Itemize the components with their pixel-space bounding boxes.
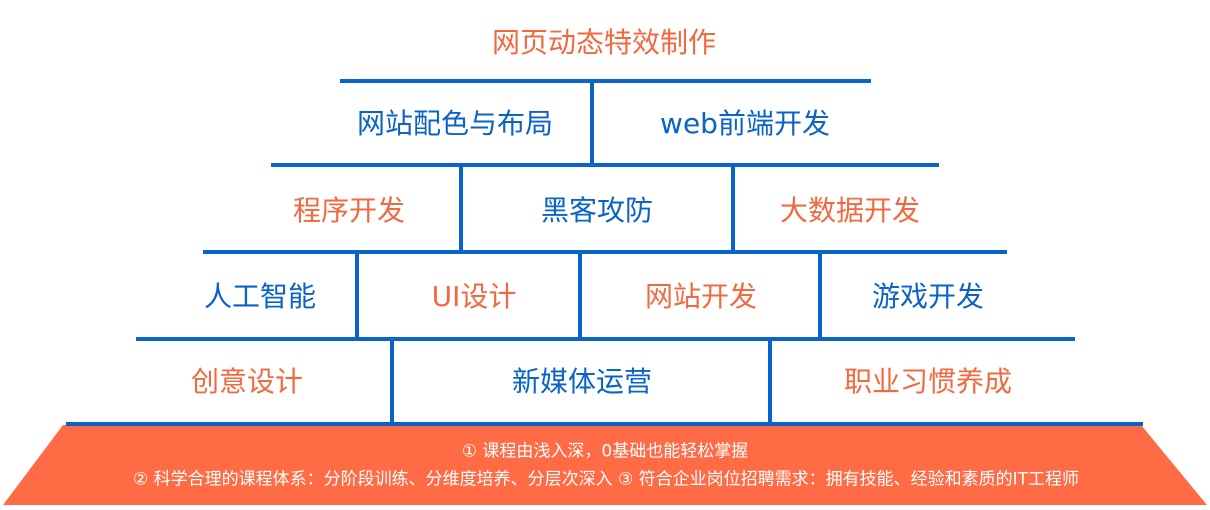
divider-v-row3-2 <box>731 165 735 252</box>
divider-row2 <box>271 163 939 167</box>
divider-row1 <box>340 79 871 83</box>
divider-row3 <box>203 250 1007 254</box>
divider-v-row5-1 <box>390 339 394 424</box>
divider-v-row4-3 <box>818 252 822 339</box>
divider-v-row4-2 <box>578 252 582 339</box>
divider-v-row4-1 <box>355 252 359 339</box>
label-row5-3: 职业习惯养成 <box>843 365 1013 398</box>
label-row4-2: UI设计 <box>431 280 517 313</box>
label-row2-2: web前端开发 <box>660 107 830 140</box>
label-row5-2: 新媒体运营 <box>511 365 653 398</box>
label-row4-4: 游戏开发 <box>871 280 985 313</box>
label-row4-3: 网站开发 <box>644 280 758 313</box>
divider-v-row2-1 <box>590 81 594 165</box>
label-row3-1: 程序开发 <box>292 194 406 227</box>
label-row5-1: 创意设计 <box>190 365 304 398</box>
label-row3-3: 大数据开发 <box>779 194 921 227</box>
base-trapezoid <box>3 425 1207 505</box>
label-row2-1: 网站配色与布局 <box>356 107 554 140</box>
base-note-1: ① 课程由浅入深，0基础也能轻松掌握 <box>461 441 749 462</box>
divider-v-row3-1 <box>459 165 463 252</box>
label-row4-1: 人工智能 <box>203 280 317 313</box>
divider-row4 <box>136 337 1075 341</box>
divider-v-row5-2 <box>768 339 772 424</box>
label-row3-2: 黑客攻防 <box>540 194 654 227</box>
label-top: 网页动态特效制作 <box>491 26 717 59</box>
divider-row5 <box>66 422 1143 426</box>
base-note-2: ② 科学合理的课程体系：分阶段训练、分维度培养、分层次深入 ③ 符合企业岗位招聘… <box>132 469 1080 490</box>
